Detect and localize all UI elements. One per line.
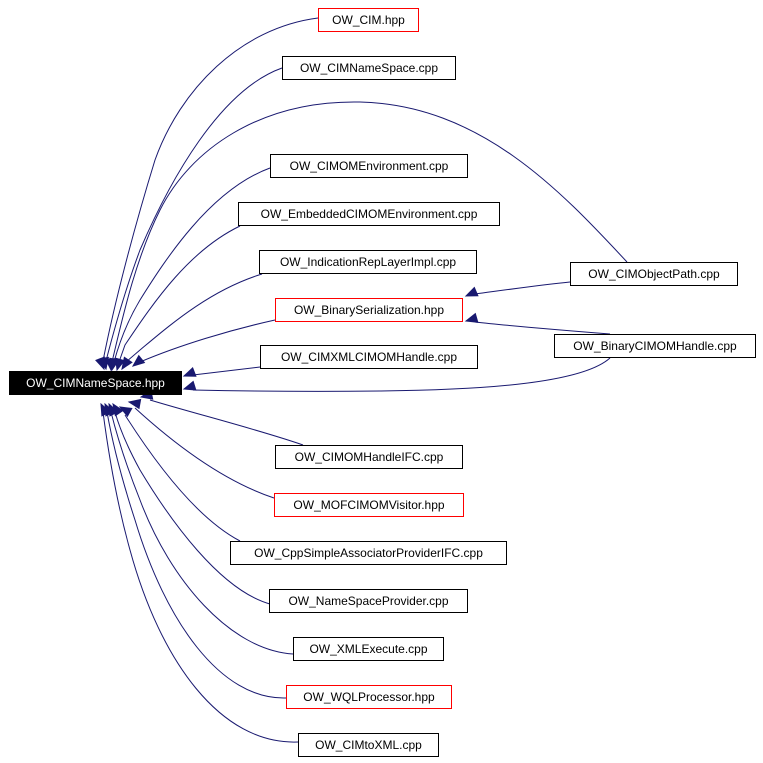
arrowhead-cimtoxml_cpp-to-root xyxy=(100,402,111,417)
node-wqlprocessor-hpp[interactable]: OW_WQLProcessor.hpp xyxy=(286,685,452,709)
node-cimnamespace-cpp[interactable]: OW_CIMNameSpace.cpp xyxy=(282,56,456,80)
arrowhead-mofcimomvisitor_hpp-to-root xyxy=(127,398,142,410)
edge-cimomhandleifc_cpp-to-root xyxy=(149,399,304,446)
edge-binarycimomhandle_cpp-to-binaryserialization_hpp xyxy=(474,321,611,335)
edge-cimtoxml_cpp-to-root xyxy=(102,411,299,743)
node-cimobjectpath-cpp[interactable]: OW_CIMObjectPath.cpp xyxy=(570,262,738,286)
arrowhead-embeddedcimomenvironment_cpp-to-root xyxy=(115,357,126,372)
node-cimtoxml-cpp[interactable]: OW_CIMtoXML.cpp xyxy=(298,733,439,757)
node-xmlexecute-cpp[interactable]: OW_XMLExecute.cpp xyxy=(293,637,444,661)
arrowhead-binarycimomhandle_cpp-to-root xyxy=(182,380,197,391)
node-cimomhandleifc-cpp[interactable]: OW_CIMOMHandleIFC.cpp xyxy=(275,445,463,469)
edge-cimnamespace_cpp-to-root xyxy=(105,67,283,362)
arrowhead-cppsimpleassociatorproviderifc_cpp-to-root xyxy=(118,406,133,418)
edge-embeddedcimomenvironment_cpp-to-root xyxy=(118,225,241,363)
arrowhead-cimobjectpath_cpp-to-binaryserialization_hpp xyxy=(464,286,479,297)
edge-cim_hpp-to-root xyxy=(102,17,319,362)
node-cppsimpleassociatorproviderifc-cpp[interactable]: OW_CppSimpleAssociatorProviderIFC.cpp xyxy=(230,541,507,565)
node-cimomenvironment-cpp[interactable]: OW_CIMOMEnvironment.cpp xyxy=(270,154,468,178)
edge-mofcimomvisitor_hpp-to-root xyxy=(134,407,275,499)
node-binaryserialization-hpp[interactable]: OW_BinarySerialization.hpp xyxy=(275,298,463,322)
node-namespaceprovider-cpp[interactable]: OW_NameSpaceProvider.cpp xyxy=(269,589,468,613)
arrowhead-cimxmlcimomhandle_cpp-to-root xyxy=(182,366,197,377)
edge-cimomenvironment_cpp-to-root xyxy=(113,167,271,363)
node-binarycimomhandle-cpp[interactable]: OW_BinaryCIMOMHandle.cpp xyxy=(554,334,756,358)
edge-cimxmlcimomhandle_cpp-to-root xyxy=(192,366,261,376)
edge-wqlprocessor_hpp-to-root xyxy=(106,411,287,699)
arrowhead-binaryserialization_hpp-to-root xyxy=(131,354,146,367)
edge-binaryserialization_hpp-to-root xyxy=(139,319,276,363)
node-embeddedcimomenvironment-cpp[interactable]: OW_EmbeddedCIMOMEnvironment.cpp xyxy=(238,202,500,226)
node-indicationreplayerimpl-cpp[interactable]: OW_IndicationRepLayerImpl.cpp xyxy=(259,250,477,274)
arrowhead-binarycimomhandle_cpp-to-binaryserialization_hpp xyxy=(464,312,479,323)
node-cimxmlcimomhandle-cpp[interactable]: OW_CIMXMLCIMOMHandle.cpp xyxy=(260,345,478,369)
edge-cimobjectpath_cpp-to-root xyxy=(111,101,628,363)
edge-indicationreplayerimpl_cpp-to-root xyxy=(125,273,263,363)
node-cim-hpp[interactable]: OW_CIM.hpp xyxy=(318,8,419,32)
node-mofcimomvisitor-hpp[interactable]: OW_MOFCIMOMVisitor.hpp xyxy=(274,493,464,517)
edge-cimobjectpath_cpp-to-binaryserialization_hpp xyxy=(474,281,571,295)
edge-binarycimomhandle_cpp-to-root xyxy=(192,357,611,392)
node-root: OW_CIMNameSpace.hpp xyxy=(9,371,182,395)
edge-cppsimpleassociatorproviderifc_cpp-to-root xyxy=(124,414,241,542)
edge-xmlexecute_cpp-to-root xyxy=(110,411,294,655)
edge-namespaceprovider_cpp-to-root xyxy=(114,411,271,605)
arrowhead-indicationreplayerimpl_cpp-to-root xyxy=(121,356,133,371)
